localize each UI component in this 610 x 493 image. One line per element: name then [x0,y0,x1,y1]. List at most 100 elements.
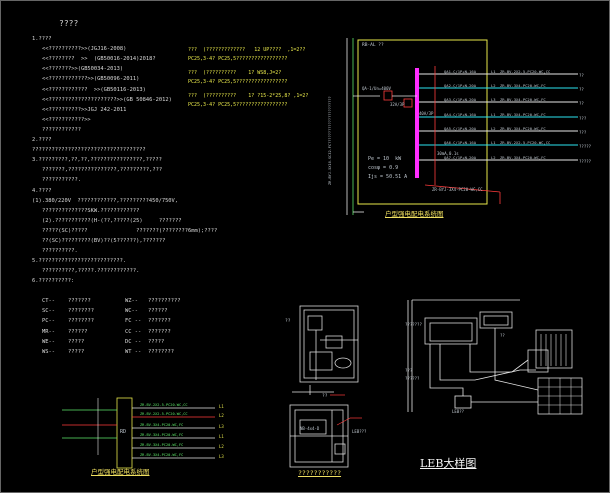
circuit-phase: L2 [491,83,496,88]
leb-caption: LEB大样图 [420,457,477,470]
note-line: <<???????????>> [42,116,91,123]
note-line: ??????????????SKW.???????????? [42,207,140,214]
note-line: ???????,???????????????,?????????,??? [42,167,163,174]
spec-line: ??? (?????????? 1? ?15-2*25,8? ,1=2? [188,93,309,99]
small-row-phase: L1 [219,404,224,409]
plan-sub-label: NB-4x4-D [300,426,320,431]
system-diagram-caption: 户型强电配电系统图 [385,210,444,218]
residual-current: 30mA,0.1s [437,151,459,156]
note-line: (2).???????????(H-(??,?????(25) ??????? [42,217,182,224]
callout-leaders [330,394,362,426]
legend-code: WT -- [125,349,142,355]
circuit-load: ??? [579,130,587,135]
circuit-breaker: QA2-C/1P+N-20A [444,83,477,88]
legend-desc: ???????? [148,349,174,355]
note-line: (1).380/220V ????????????,?????????450/7… [32,197,179,204]
note-line: 5.??????????????????????????. [32,258,127,265]
spec-line: PC25,3-4? PC25,5????????????????? [188,56,288,62]
plan-label-left: ?? [285,319,291,324]
circuit-load: ?? [579,73,584,78]
small-box-label: RD [120,429,127,435]
legend-code: DC -- [125,338,142,345]
note-line: <<???????????? >>(GB50116-2013) [42,86,146,93]
leb-label-2: ??? [405,368,413,373]
leb-label-3: ?????? [405,376,420,381]
circuit-cable: ZR-BV-3X4-PC20-WC,FC [500,83,546,88]
note-line: ??????????. [42,248,78,255]
note-line: <<?????????????????????>>(GB 50846-2012) [42,96,172,103]
legend-desc: ???????? [68,308,94,315]
note-line: 6.??????????: [32,278,75,285]
leb-label-1: ??????? [405,322,422,327]
legend-code: MR-- [42,328,55,335]
note-line: ??????????????????????????????????? [32,147,146,154]
small-row-cable: ZR-BV-3X4-PC20-WC,FC [140,443,184,447]
small-row-cable: ZR-BV-3X4-PC20-WC,FC [140,453,184,457]
circuit-phase: L1 [491,69,496,74]
note-line: ???????????? [42,126,81,133]
leb-detail-drawing [407,299,583,415]
circuit-load: ????? [579,144,592,149]
legend-code: FC -- [125,318,142,325]
spare-circuit-cable: ZR-BYJ-3X4-PC20-WC,CC [432,187,483,192]
circuit-phase: L2 [491,155,496,160]
small-row-phase: L2 [219,444,224,449]
note-line: ??????????,?????.????????????. [42,268,140,275]
circuit-load: ??? [579,116,587,121]
panel-id: RB-AL ?? [362,43,384,48]
circuit-breaker: QA3-C/1P+N-20A [444,97,477,102]
spec-line: PC25,3-4? PC25,5????????????????? [188,79,288,85]
circuit-cable: ZR-BV-3X4-PC20-WC,FC [500,112,546,117]
note-line: ?????(SC)????? ???????(????????6mm);???? [42,227,218,234]
legend-code: PC-- [42,318,55,325]
circuit-cable: ZR-BV-2X2.5-PC20-WC,CC [500,69,551,74]
legend-desc: ?????? [68,328,88,335]
incoming-cable: ZR-BYJ-5X10-SC32-FC?????????????????????… [328,96,332,185]
note-line: <<??????????>>(JGJ16-2008) [42,46,127,53]
note-line: 2.???? [32,137,52,143]
spec-line: ??? (????????????? 12 UP???? ,1=2?? [188,47,306,53]
legend-desc: ?????? [148,308,168,315]
legend-code: WE-- [42,338,55,345]
bathroom-detail-plan [289,404,349,468]
legend-desc: ??????? [148,328,171,335]
plan-note: LEB??? [352,429,367,434]
legend-desc: ????? [68,338,85,345]
small-row-phase: L3 [219,424,224,429]
small-system-caption: 户型强电配电系统图 [91,468,150,476]
circuit-breaker: QA4-C/1P+N-16A [444,112,477,117]
legend-code: CC -- [125,328,142,335]
distribution-system-diagram [346,38,578,215]
main-rating: 40A/3P [419,111,434,116]
circuit-breaker: QA6-C/1P+N-16A [444,140,477,145]
spec-line: ??? (?????????? 1? WS8,J=2? [188,70,282,76]
circuit-cable: ZR-BV-3X4-PC20-WC,FC [500,126,546,131]
small-row-phase: L3 [219,454,224,459]
small-row-phase: L1 [219,434,224,439]
note-line: 1.???? [32,36,52,42]
note-line: ??(SC)?????????(BV)??(5??????),??????? [42,238,166,244]
circuit-cable: ZR-BV-2X2.5-PC20-WC,CC [500,140,551,145]
legend-code: SC-- [42,308,55,315]
breaker-rating: 32A/3P [390,102,405,107]
spec-line: PC25,3-4? PC25,5????????????????? [188,102,288,108]
circuit-breaker: QA5-C/1P+N-20A [444,126,477,131]
feeder-label: QA-1/Un=400V [362,86,391,91]
note-line: <<??????????>>JGJ 242-2011 [42,106,127,113]
legend-desc: ??????? [68,298,91,304]
small-row-phase: L2 [219,413,224,418]
distribution-box-outline [357,39,488,205]
plan-label-mid: ?? [322,394,328,399]
circuit-cable: ZR-BV-3X4-PC20-WC,FC [500,97,546,102]
circuit-phase: L3 [491,97,496,102]
circuit-breaker: QA7-C/1P+N-20A [444,155,477,160]
main-breaker-symbol [383,90,393,101]
legend-desc: ?????????? [148,298,181,304]
legend-code: WZ-- [125,298,138,304]
small-row-cable: ZR-BV-2X2.5-PC20-WC,CC [140,412,188,416]
small-system-diagram [62,397,215,469]
note-line: <<????????????>>(GB50096-2011) [42,76,140,83]
legend-code: WS-- [42,349,55,355]
note-line: 4.???? [32,187,52,194]
circuit-phase: L2 [491,126,496,131]
